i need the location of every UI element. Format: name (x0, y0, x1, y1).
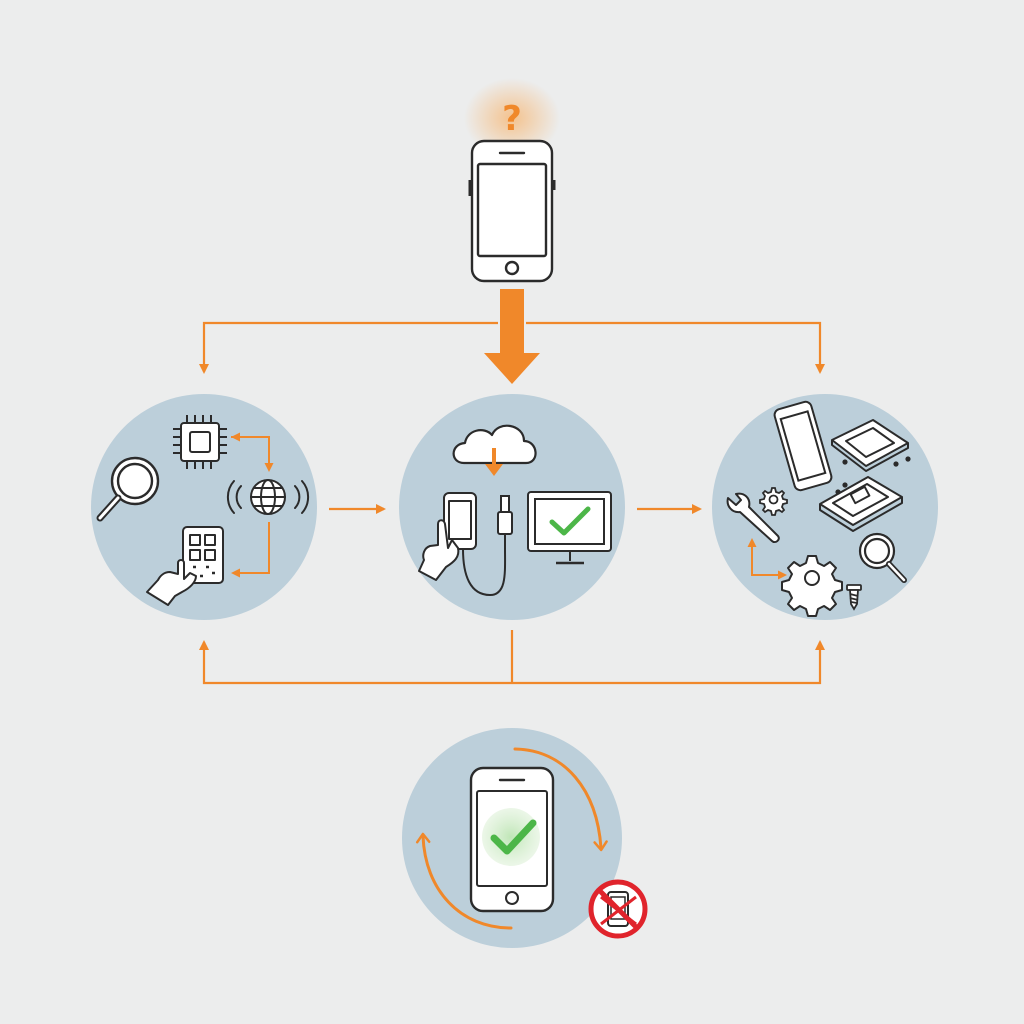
top-connectors (199, 289, 825, 384)
stage-diagnose (91, 394, 317, 620)
cloud-download-icon (452, 424, 537, 476)
phone-screen-panel-icon (831, 419, 911, 472)
magnifier-icon (96, 456, 160, 522)
globe-to-keypad-arrow (231, 522, 270, 578)
screw-icon (846, 584, 862, 611)
wrench-icon (726, 492, 780, 544)
bottom-connectors (199, 630, 825, 685)
gear-icon (759, 487, 788, 516)
cycle-arrows-icon (415, 747, 608, 930)
open-phone-board-icon (819, 476, 903, 532)
chip-icon (173, 415, 227, 469)
smartphone-icon (468, 139, 556, 283)
feedback-to-hardware (512, 640, 825, 685)
phone-success-check-icon (469, 766, 555, 913)
phone-prohibited-icon (588, 879, 648, 939)
stage-software (399, 394, 625, 620)
diagnose-circle (91, 394, 317, 620)
stage-hardware (712, 394, 938, 620)
arrow-to-diagnose (199, 321, 498, 374)
monitor-check-icon (527, 491, 612, 565)
hand-tapping-phone-icon (146, 526, 224, 606)
hand-holding-phone-icon (418, 492, 477, 581)
outcome-group (402, 728, 648, 948)
main-down-arrow (484, 289, 540, 384)
feedback-to-diagnose (199, 640, 512, 685)
problem-phone-group: ? (464, 78, 560, 283)
hardware-step-arrow (751, 542, 787, 580)
magnifier-icon (858, 532, 907, 583)
question-glow (464, 78, 560, 158)
arrow-to-hardware (526, 321, 825, 374)
loose-phone-icon (773, 400, 833, 492)
gear-icon (781, 555, 843, 617)
usb-cable-icon (462, 495, 513, 597)
question-mark: ? (502, 99, 522, 139)
globe-signal-icon (226, 479, 310, 515)
